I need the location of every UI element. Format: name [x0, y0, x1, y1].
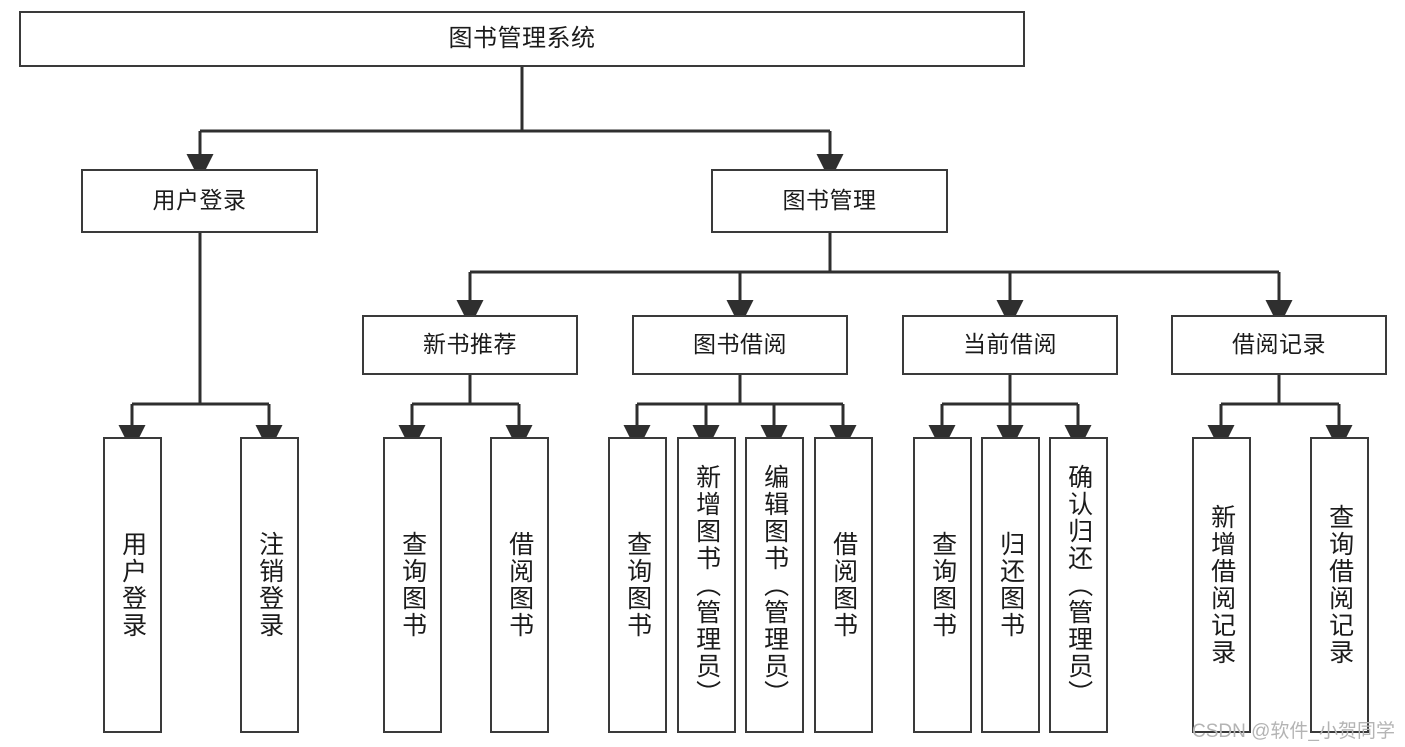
leaf-add-borrowing-record[interactable]: 新增借阅记录 — [1192, 437, 1251, 733]
leaf-user-login[interactable]: 用户登录 — [103, 437, 162, 733]
node-book-borrowing[interactable]: 图书借阅 — [632, 315, 848, 375]
node-label: 新书推荐 — [423, 331, 517, 358]
node-label: 编辑图书（管理员） — [760, 463, 789, 707]
node-label: 图书管理 — [782, 187, 877, 214]
leaf-add-book-admin[interactable]: 新增图书（管理员） — [677, 437, 736, 733]
watermark: CSDN @软件_小贺同学 — [1192, 721, 1395, 742]
node-label: 借阅图书 — [829, 531, 858, 639]
node-label: 图书管理系统 — [448, 24, 596, 52]
leaf-query-borrowing-record[interactable]: 查询借阅记录 — [1310, 437, 1369, 733]
node-label: 用户登录 — [152, 187, 247, 214]
node-label: 查询图书 — [398, 531, 427, 639]
node-label: 新增图书（管理员） — [692, 463, 721, 707]
node-label: 归还图书 — [996, 531, 1025, 639]
node-label: 新增借阅记录 — [1207, 504, 1236, 666]
node-label: 图书借阅 — [693, 331, 787, 358]
leaf-borrow-books-recommendation[interactable]: 借阅图书 — [490, 437, 549, 733]
leaf-query-books-current[interactable]: 查询图书 — [913, 437, 972, 733]
leaf-return-books[interactable]: 归还图书 — [981, 437, 1040, 733]
leaf-query-books-borrowing[interactable]: 查询图书 — [608, 437, 667, 733]
node-label: 借阅图书 — [505, 531, 534, 639]
node-user-login[interactable]: 用户登录 — [81, 169, 318, 233]
leaf-logout[interactable]: 注销登录 — [240, 437, 299, 733]
node-label: 注销登录 — [255, 531, 284, 639]
node-borrowing-records[interactable]: 借阅记录 — [1171, 315, 1387, 375]
leaf-edit-book-admin[interactable]: 编辑图书（管理员） — [745, 437, 804, 733]
node-label: 查询借阅记录 — [1325, 504, 1354, 666]
node-root-system[interactable]: 图书管理系统 — [19, 11, 1025, 67]
leaf-borrow-books-borrowing[interactable]: 借阅图书 — [814, 437, 873, 733]
node-label: 确认归还（管理员） — [1064, 463, 1093, 707]
leaf-query-books-recommendation[interactable]: 查询图书 — [383, 437, 442, 733]
node-label: 借阅记录 — [1232, 331, 1326, 358]
node-label: 查询图书 — [623, 531, 652, 639]
leaf-confirm-return-admin[interactable]: 确认归还（管理员） — [1049, 437, 1108, 733]
node-current-borrowing[interactable]: 当前借阅 — [902, 315, 1118, 375]
node-label: 用户登录 — [118, 531, 147, 639]
node-book-management[interactable]: 图书管理 — [711, 169, 948, 233]
node-label: 当前借阅 — [963, 331, 1057, 358]
node-label: 查询图书 — [928, 531, 957, 639]
node-new-book-recommendation[interactable]: 新书推荐 — [362, 315, 578, 375]
